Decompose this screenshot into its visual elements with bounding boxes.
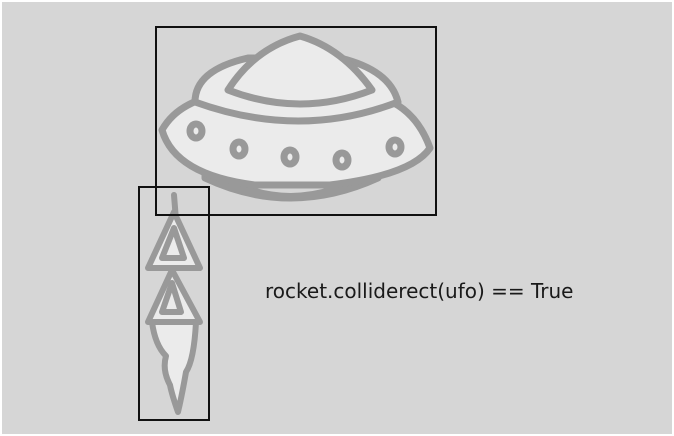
collision-caption: rocket.colliderect(ufo) == True bbox=[265, 279, 574, 303]
ufo-rect-outline bbox=[155, 26, 437, 216]
rocket-sprite-icon bbox=[145, 192, 203, 415]
rocket-rect-outline bbox=[138, 186, 210, 421]
ufo-sprite-icon bbox=[158, 32, 434, 202]
